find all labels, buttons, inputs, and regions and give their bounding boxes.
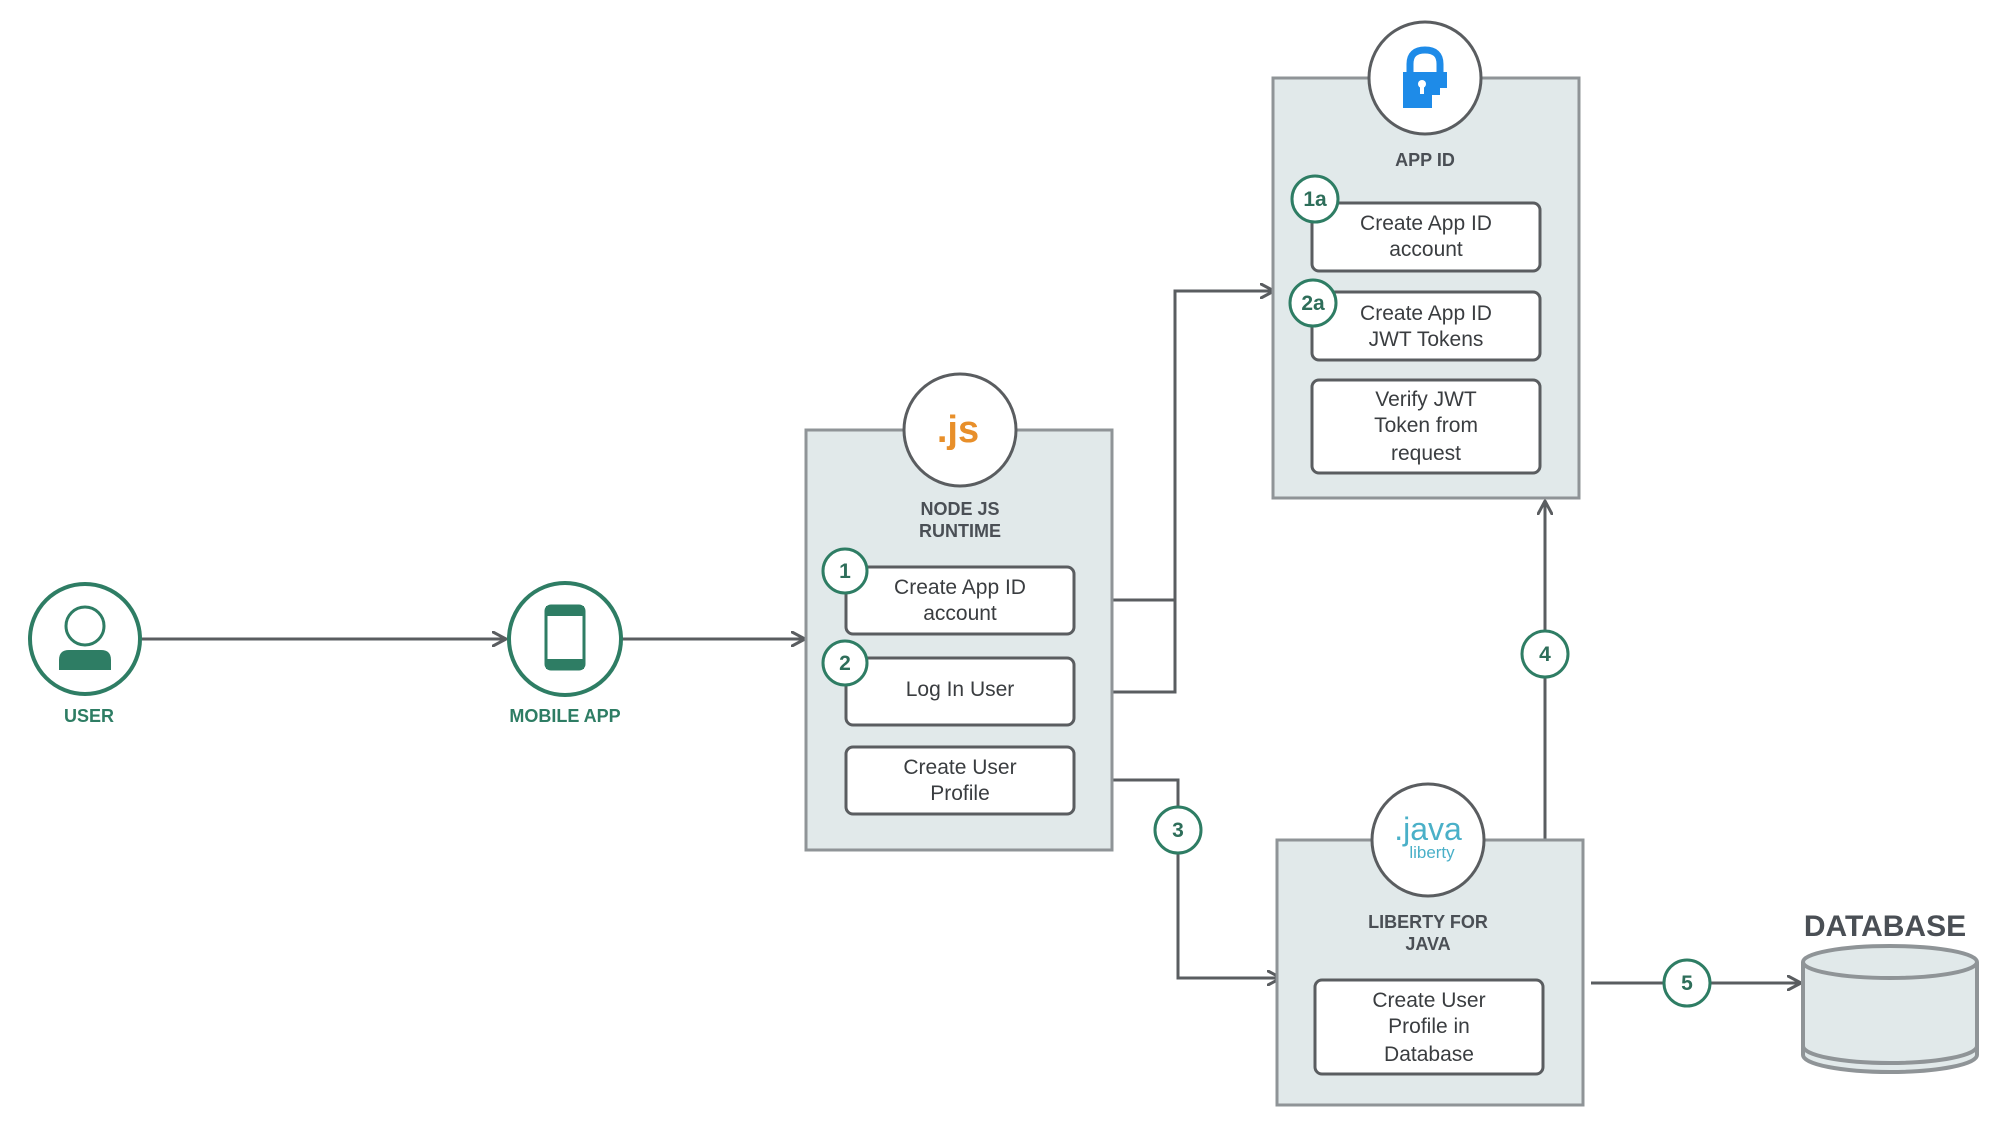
- appid-step-create-account: Create App ID account 1a: [1290, 174, 1542, 273]
- liberty-title-line2: JAVA: [1405, 934, 1450, 954]
- liberty-step-create-profile-db: Create User Profile in Database: [1313, 978, 1545, 1076]
- liberty-title-line1: LIBERTY FOR: [1368, 912, 1488, 932]
- step-badge-label: 2: [839, 652, 851, 675]
- step-text-line2: Profile: [930, 782, 990, 805]
- step-text-line2: account: [923, 602, 997, 625]
- step-badge: [1288, 278, 1338, 328]
- step-text-line3: request: [1391, 442, 1461, 465]
- phone-icon: [544, 604, 586, 671]
- liberty-panel: .java liberty LIBERTY FOR JAVA Create Us…: [1275, 782, 1585, 1107]
- step-badge: [821, 639, 869, 687]
- step-text-line3: Database: [1384, 1043, 1474, 1066]
- appid-step-verify-token: Verify JWT Token from request: [1310, 378, 1542, 475]
- badge-step-4: 4: [1520, 629, 1570, 679]
- step-text-line1: Create User: [903, 756, 1016, 779]
- step-badge: [1662, 958, 1712, 1008]
- step-text-line1: Create User: [1372, 989, 1485, 1012]
- nodejs-panel: .js NODE JS RUNTIME Create App ID accoun…: [804, 372, 1114, 852]
- step-box: [1310, 378, 1542, 475]
- step-badge-label: 4: [1539, 643, 1551, 666]
- nodejs-title-line2: RUNTIME: [919, 521, 1001, 541]
- step-text-line2: Profile in: [1388, 1015, 1470, 1038]
- mobile-app-actor: MOBILE APP: [507, 581, 623, 726]
- step-badge-label: 3: [1172, 819, 1184, 842]
- step-badge: [821, 547, 869, 595]
- user-actor: USER: [28, 582, 142, 726]
- step-badge-label: 5: [1681, 972, 1693, 995]
- step-badge: [1290, 174, 1340, 224]
- step-box: [1313, 978, 1545, 1076]
- step-badge-label: 2a: [1301, 292, 1325, 315]
- step-text-line1: Create App ID: [1360, 302, 1492, 325]
- step-box: [844, 656, 1076, 727]
- database-icon: [1801, 944, 1979, 1074]
- liberty-logo-circle: [1370, 782, 1486, 898]
- nodejs-title-line1: NODE JS: [920, 499, 999, 519]
- step-badge: [1153, 805, 1203, 855]
- appid-panel: APP ID Create App ID account 1a Create A…: [1271, 20, 1581, 500]
- user-label: USER: [64, 706, 114, 726]
- appid-title: APP ID: [1395, 150, 1455, 170]
- badge-step-3: 3: [1153, 805, 1203, 855]
- step-badge: [1520, 629, 1570, 679]
- appid-step-jwt-tokens: Create App ID JWT Tokens 2a: [1288, 278, 1542, 362]
- step-text-line1: Log In User: [906, 678, 1015, 701]
- database-label: DATABASE: [1804, 910, 1966, 943]
- mobile-app-circle: [507, 581, 623, 697]
- person-icon: [59, 605, 111, 670]
- step-text-line2: Token from: [1374, 414, 1478, 437]
- nodejs-logo: .js: [937, 409, 979, 451]
- step-text-line1: Create App ID: [1360, 212, 1492, 235]
- badge-step-5: 5: [1662, 958, 1712, 1008]
- lock-icon: [1403, 46, 1447, 108]
- nodejs-logo-circle: [902, 372, 1018, 488]
- step-text-line1: Create App ID: [894, 576, 1026, 599]
- step-badge-label: 1: [839, 560, 851, 583]
- step-badge-label: 1a: [1303, 188, 1327, 211]
- step-text-line2: account: [1389, 238, 1463, 261]
- nodejs-step-create-profile: Create User Profile: [844, 745, 1076, 816]
- step-box: [1310, 201, 1542, 273]
- java-logo: .java: [1394, 811, 1462, 847]
- database: DATABASE: [1801, 910, 1979, 1074]
- step-box: [844, 745, 1076, 816]
- step-text-line2: JWT Tokens: [1369, 328, 1484, 351]
- java-logo-sub: liberty: [1409, 843, 1455, 862]
- nodejs-step-create-account: Create App ID account 1: [821, 547, 1076, 636]
- user-circle: [28, 582, 142, 696]
- connector-step3-to-liberty: [1075, 778, 1280, 978]
- connector-step1-to-appid: [1075, 291, 1273, 602]
- mobile-app-label: MOBILE APP: [509, 706, 620, 726]
- step-box: [844, 565, 1076, 636]
- step-text-line1: Verify JWT: [1375, 388, 1477, 411]
- nodejs-step-login: Log In User 2: [821, 639, 1076, 727]
